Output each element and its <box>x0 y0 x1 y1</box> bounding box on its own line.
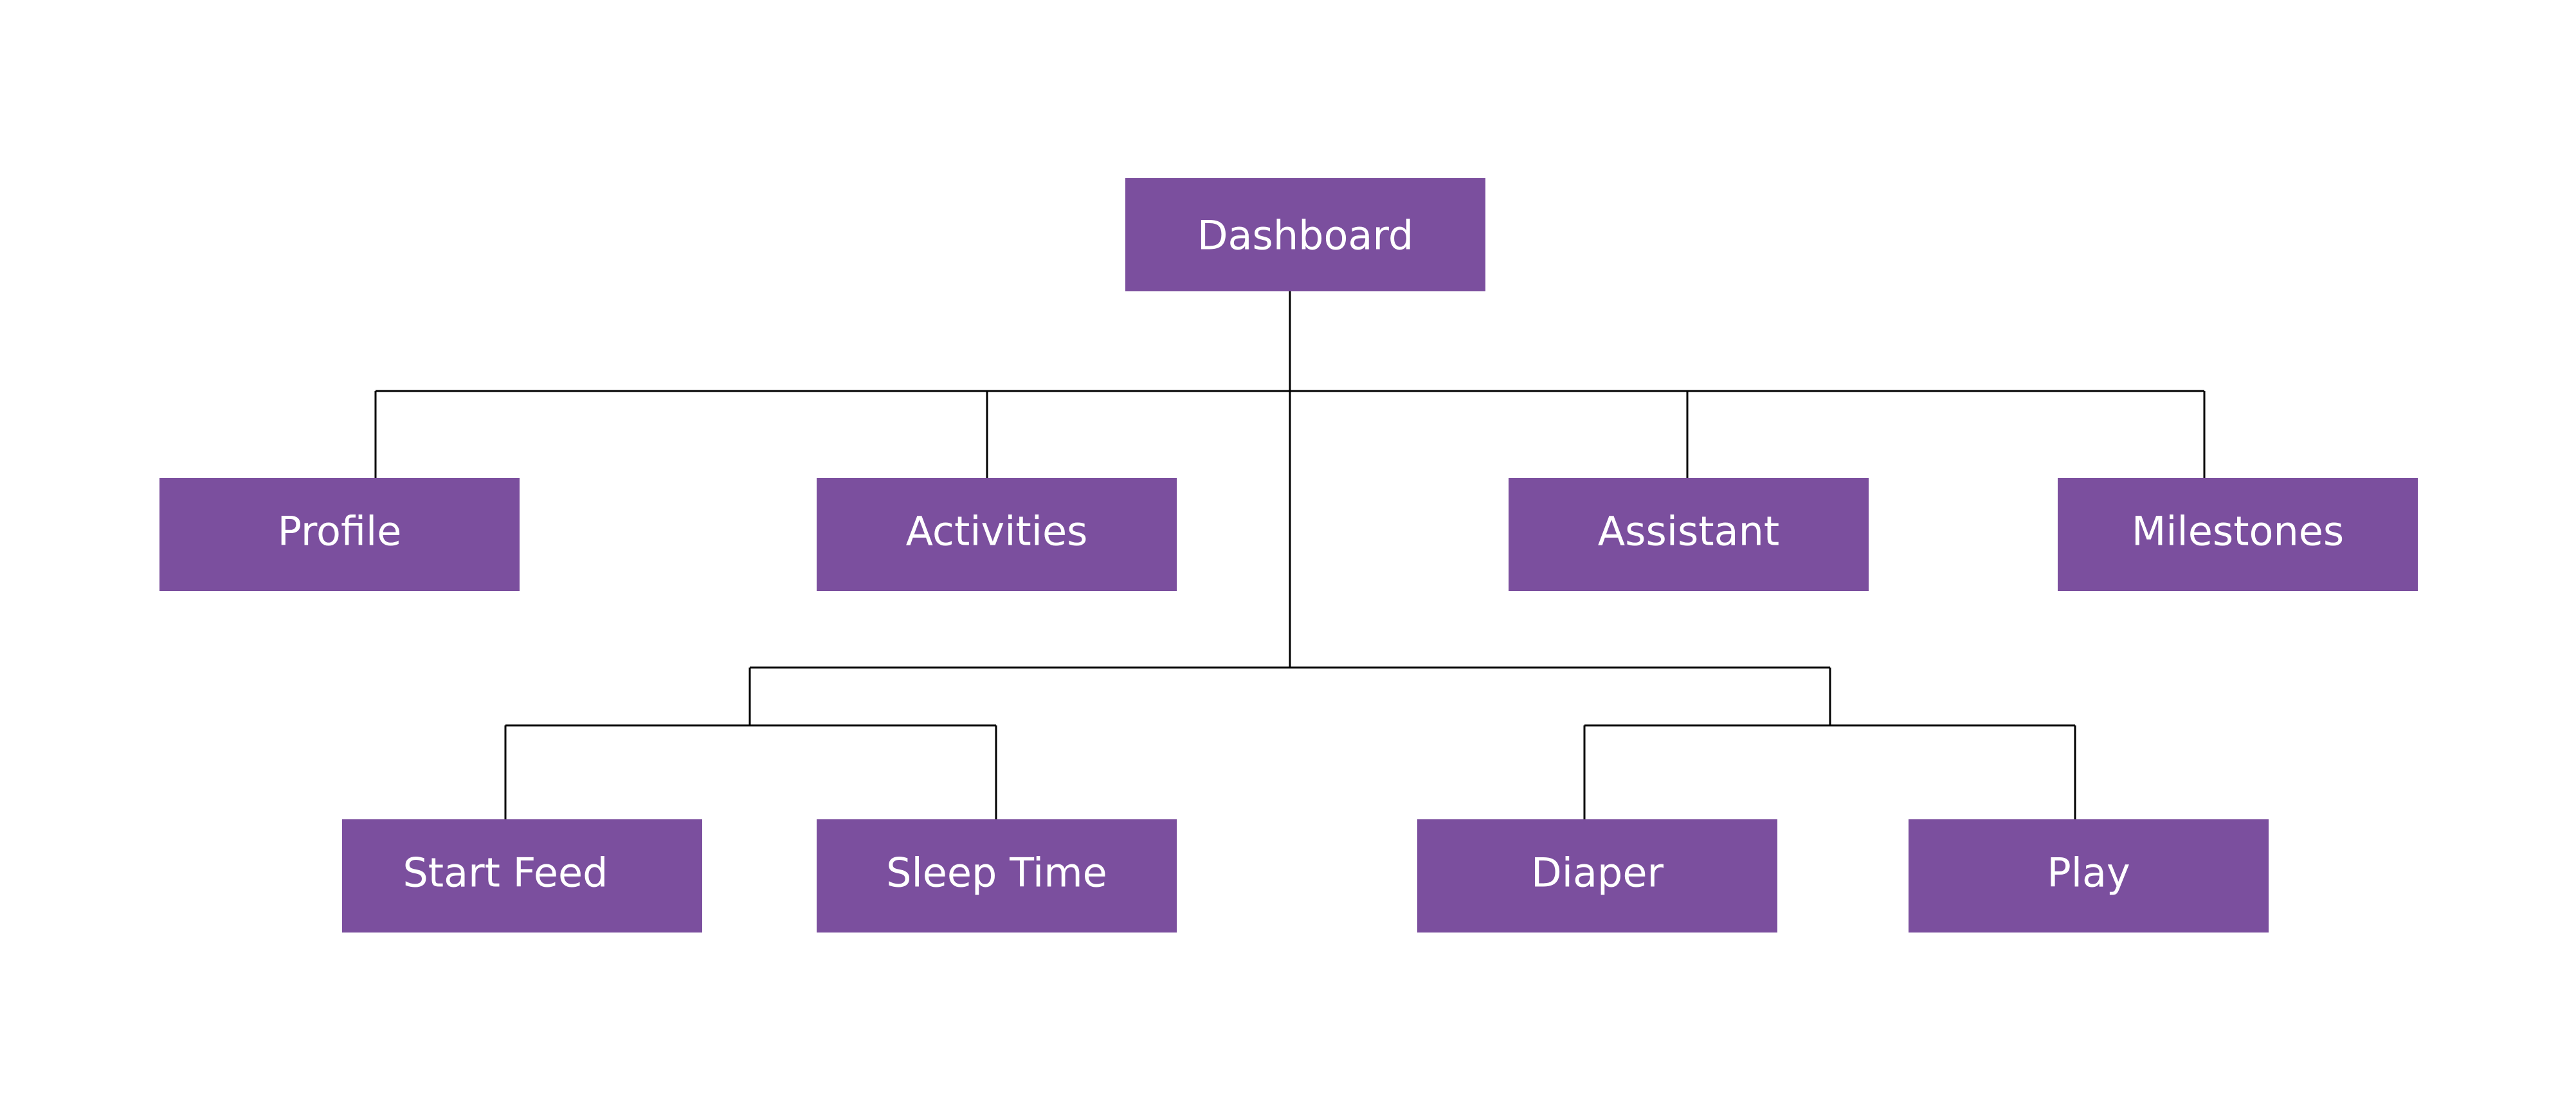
connector-lines <box>374 291 2206 819</box>
node-assistant-label: Assistant <box>1598 508 1779 555</box>
node-milestones-label: Milestones <box>2132 508 2344 555</box>
node-sleep-time: Sleep Time <box>817 819 1177 933</box>
node-activities: Activities <box>817 478 1177 591</box>
node-profile: Profile <box>159 478 520 591</box>
node-dashboard-label: Dashboard <box>1197 212 1413 259</box>
node-start-feed-label: Start Feed <box>403 850 608 896</box>
node-activities-label: Activities <box>906 508 1088 555</box>
node-sleep-time-label: Sleep Time <box>886 850 1107 896</box>
node-play-label: Play <box>2047 850 2130 896</box>
node-diaper-label: Diaper <box>1531 850 1664 896</box>
node-dashboard: Dashboard <box>1125 178 1485 291</box>
node-assistant: Assistant <box>1509 478 1869 591</box>
node-play: Play <box>1909 819 2269 933</box>
node-milestones: Milestones <box>2058 478 2418 591</box>
node-profile-label: Profile <box>278 508 402 555</box>
node-start-feed: Start Feed <box>342 819 702 933</box>
node-diaper: Diaper <box>1417 819 1777 933</box>
